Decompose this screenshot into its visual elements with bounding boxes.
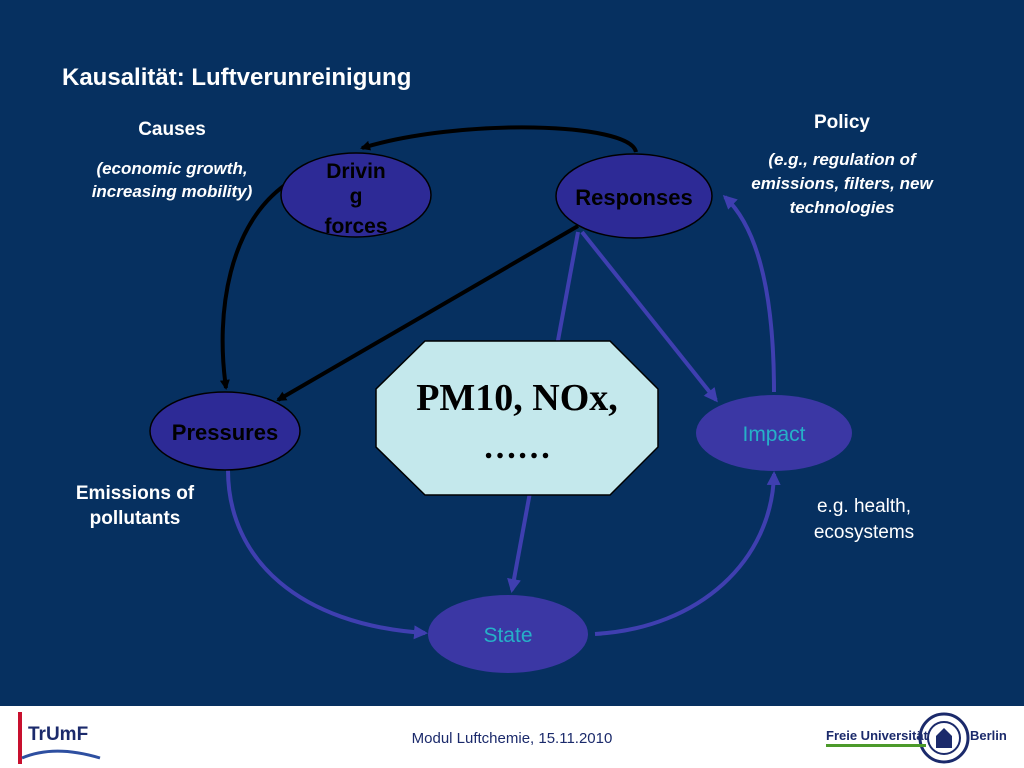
node-impact-label: Impact xyxy=(742,423,805,446)
node-impact xyxy=(696,395,852,471)
causes-detail-line: (economic growth, xyxy=(96,159,248,178)
center-label-2: …… xyxy=(483,429,551,466)
arrow-responses-to-impact xyxy=(580,230,718,403)
arrow-state-to-impact xyxy=(594,471,781,636)
causes-detail: (economic growth, increasing mobility) xyxy=(62,157,282,203)
node-state xyxy=(428,595,588,673)
causes-heading: Causes xyxy=(138,119,206,140)
node-responses-label: Responses xyxy=(575,185,692,210)
impact-detail-line: e.g. health, xyxy=(816,496,912,517)
arrow-impact-to-responses xyxy=(722,194,776,393)
node-driving-forces-label-2: g xyxy=(350,185,363,208)
policy-detail: (e.g., regulation of emissions, filters,… xyxy=(722,148,962,220)
footer-graphics xyxy=(18,712,970,764)
slide-title: Kausalität: Luftverunreinigung xyxy=(62,64,412,91)
emissions-line: Emissions of xyxy=(75,483,195,504)
footer-text: Modul Luftchemie, 15.11.2010 xyxy=(411,730,613,747)
fu-logo-right: Berlin xyxy=(970,728,1007,743)
node-driving-forces-label-1: Drivin xyxy=(326,160,386,183)
node-driving-forces-label-3: forces xyxy=(324,215,387,238)
fu-logo-left: Freie Universität xyxy=(826,728,928,743)
policy-detail-line: (e.g., regulation of xyxy=(768,150,916,169)
center-label-1: PM10, NOx, xyxy=(416,377,618,419)
node-responses xyxy=(555,153,713,239)
trumf-logo: TrUmF xyxy=(28,724,89,745)
node-state-label: State xyxy=(483,624,532,647)
arrow-driving-forces-to-pressures xyxy=(219,183,287,390)
policy-detail-line: technologies xyxy=(789,198,895,217)
arrow-responses-to-driving-forces xyxy=(360,125,638,153)
node-driving-forces xyxy=(280,152,432,238)
node-pressures-label: Pressures xyxy=(172,420,278,445)
footer: TrUmF Modul Luftchemie, 15.11.2010 Freie… xyxy=(0,706,1024,768)
policy-detail-line: emissions, filters, new xyxy=(751,174,933,193)
impact-detail-line: ecosystems xyxy=(813,522,915,543)
arrow-responses-to-pressures xyxy=(276,224,580,402)
policy-heading: Policy xyxy=(814,112,870,133)
emissions-annotation: Emissions of pollutants xyxy=(45,481,225,531)
slide: Drivin g forces Responses Pressures Impa… xyxy=(45,64,962,673)
center-octagon xyxy=(375,340,659,496)
emissions-line: pollutants xyxy=(89,508,181,529)
impact-detail-annotation: e.g. health, ecosystems xyxy=(784,494,944,546)
node-pressures xyxy=(149,391,301,471)
diagram-canvas: Drivin g forces Responses Pressures Impa… xyxy=(149,125,852,673)
causes-detail-line: increasing mobility) xyxy=(91,182,253,201)
arrow-pressures-to-state xyxy=(226,469,428,640)
